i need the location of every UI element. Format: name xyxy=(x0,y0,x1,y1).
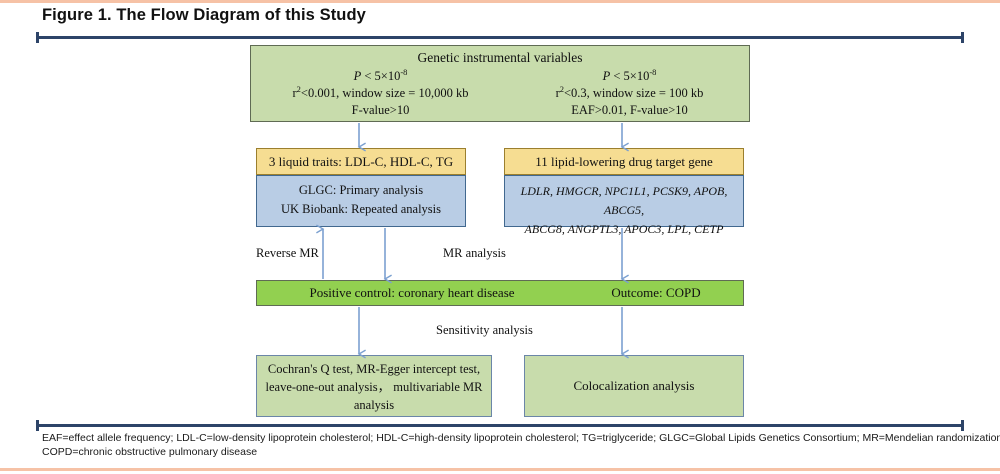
sensitivity-line: leave-one-out analysis， multivariable MR xyxy=(265,380,483,394)
sensitivity-line: Cochran's Q test, MR-Egger intercept tes… xyxy=(267,362,481,376)
criterion-f-value-left: F-value>10 xyxy=(351,103,410,117)
sensitivity-analysis-label: Sensitivity analysis xyxy=(436,323,533,337)
footnote: EAF=effect allele frequency; LDL-C=low-d… xyxy=(42,431,1000,459)
bottom-rule xyxy=(36,420,964,431)
outcome-bar: Positive control: coronary heart disease… xyxy=(256,280,744,306)
genetic-box-title: Genetic instrumental variables xyxy=(417,50,583,65)
criterion-p-value-left: P < 5×10-8 xyxy=(353,66,408,83)
colocalization-analysis-box: Colocalization analysis xyxy=(524,355,744,417)
sensitivity-analysis-box: Cochran's Q test, MR-Egger intercept tes… xyxy=(256,355,492,417)
sensitivity-line: analysis xyxy=(353,398,395,412)
mr-analysis-label: MR analysis xyxy=(443,246,506,260)
gene-list-line: ABCG8, ANGPTL3, APOC3, LPL, CETP xyxy=(524,222,724,236)
reverse-mr-label: Reverse MR xyxy=(256,246,319,260)
criterion-r2-left: r2<0.001, window size = 10,000 kb xyxy=(292,83,469,100)
liquid-traits-sources-box: GLGC: Primary analysis UK Biobank: Repea… xyxy=(256,175,466,227)
footnote-line-2: COPD=chronic obstructive pulmonary disea… xyxy=(42,446,258,458)
outcome-label: Outcome: COPD xyxy=(611,285,701,300)
criterion-eaf-right: EAF>0.01, F-value>10 xyxy=(571,103,688,117)
criterion-r2-right: r2<0.3, window size = 100 kb xyxy=(555,83,704,100)
genetic-box-left-criteria: P < 5×10-8 r2<0.001, window size = 10,00… xyxy=(251,68,500,119)
gene-list-line: LDLR, HMGCR, NPC1L1, PCSK9, APOB, ABCG5, xyxy=(520,184,728,217)
genetic-instrumental-variables-box: Genetic instrumental variables P < 5×10-… xyxy=(250,45,750,122)
trait-source-line: GLGC: Primary analysis xyxy=(298,183,424,197)
page-title: Figure 1. The Flow Diagram of this Study xyxy=(42,6,366,24)
drug-target-gene-list-box: LDLR, HMGCR, NPC1L1, PCSK9, APOB, ABCG5,… xyxy=(504,175,744,236)
trait-source-line: UK Biobank: Repeated analysis xyxy=(280,202,442,216)
footnote-line-1: EAF=effect allele frequency; LDL-C=low-d… xyxy=(42,432,1000,444)
top-rule xyxy=(36,32,964,43)
genetic-box-right-criteria: P < 5×10-8 r2<0.3, window size = 100 kb … xyxy=(500,68,749,119)
positive-control-label: Positive control: coronary heart disease xyxy=(309,285,515,300)
liquid-traits-header-box: 3 liquid traits: LDL-C, HDL-C, TG xyxy=(256,148,466,175)
criterion-p-value-right: P < 5×10-8 xyxy=(602,66,657,83)
drug-target-gene-header-box: 11 lipid-lowering drug target gene xyxy=(504,148,744,175)
